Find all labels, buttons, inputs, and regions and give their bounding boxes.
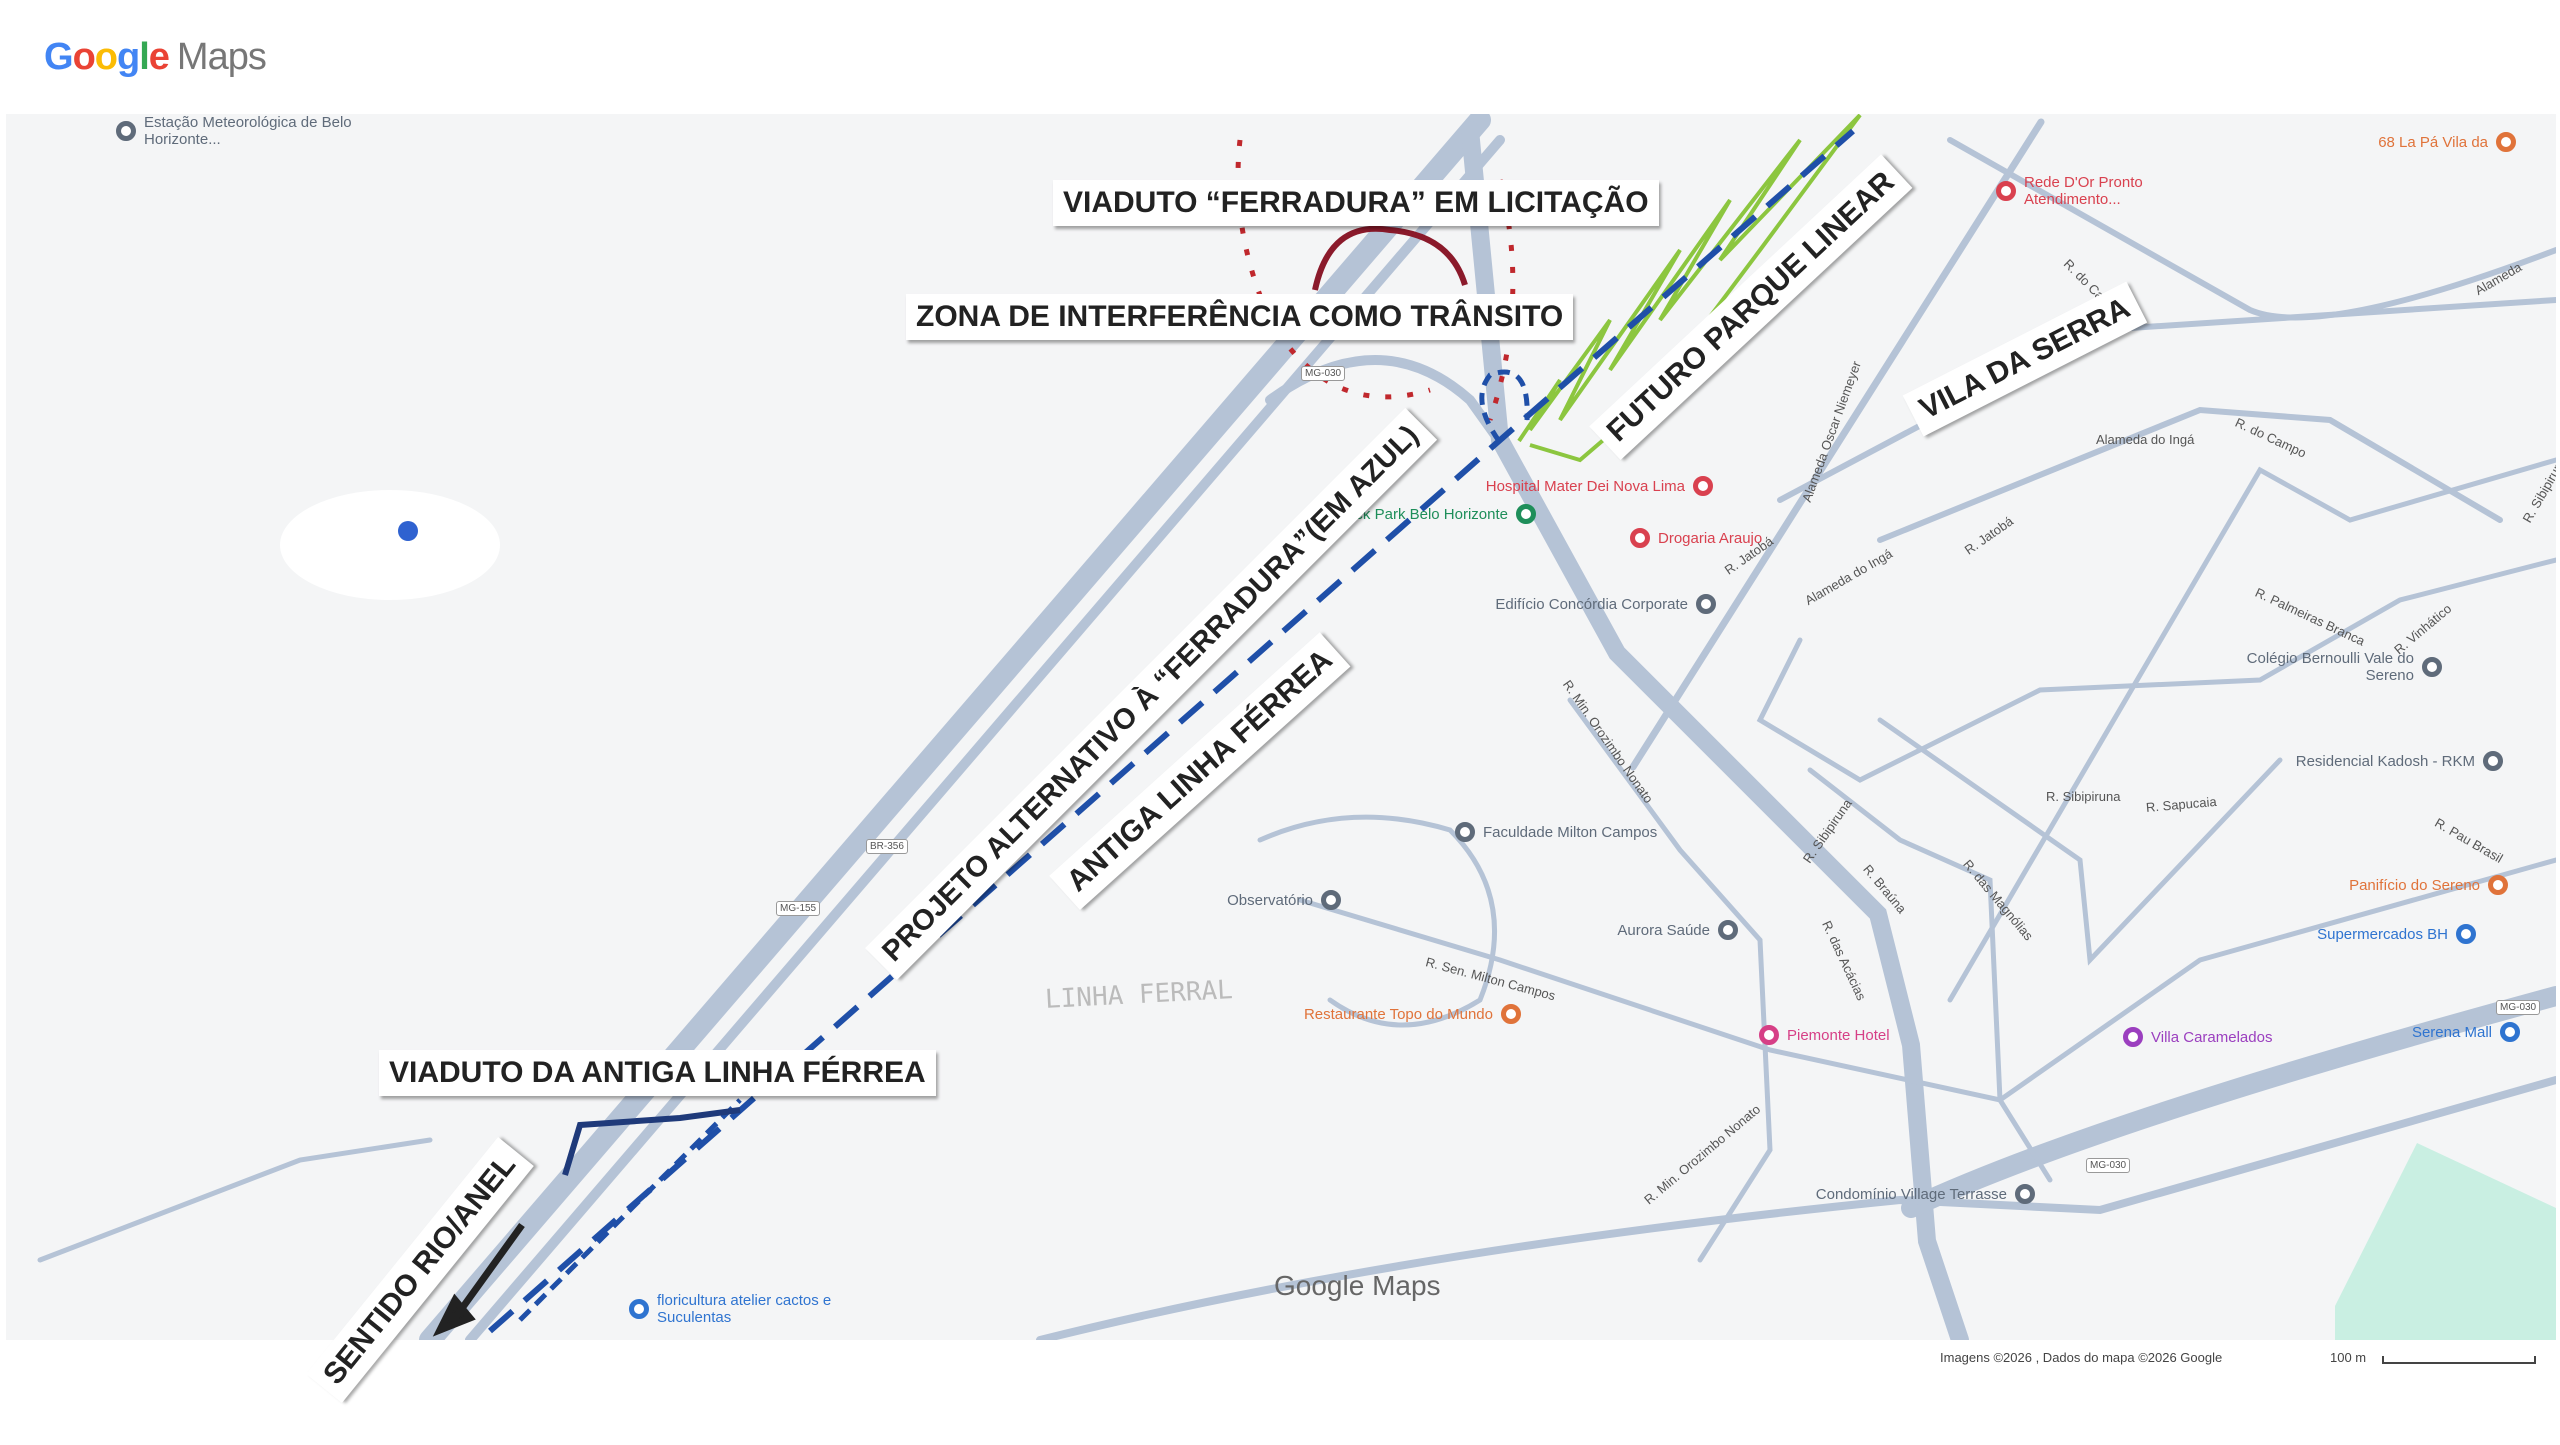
- scale-bar: [2382, 1356, 2536, 1364]
- highway-ramp: [1265, 355, 1525, 475]
- place-pin-icon[interactable]: [1455, 822, 1475, 842]
- highway-mg030-east: [1901, 986, 2556, 1218]
- poi-label: 68 La Pá Vila da: [2378, 133, 2488, 151]
- label-viaduto-antiga-linha: VIADUTO DA ANTIGA LINHA FÉRREA: [379, 1050, 936, 1096]
- poi-label: Drogaria Araujo: [1658, 529, 1763, 547]
- map-watermark-logo: Google Maps: [1274, 1270, 1441, 1301]
- poi-label: Restaurante Topo do Mundo: [1303, 1005, 1493, 1023]
- alternative-route-loop: [1479, 369, 1530, 443]
- label-zona-interferencia: ZONA DE INTERFERÊNCIA COMO TRÂNSITO: [906, 294, 1574, 340]
- place-pin-icon[interactable]: [2456, 924, 2476, 944]
- road-alameda-inga: [1777, 297, 2556, 503]
- road-acacias: [1807, 767, 2053, 1183]
- road-sibipiruna: [1756, 557, 2556, 783]
- poi-marker[interactable]: Serena Mall: [2180, 1022, 2520, 1042]
- place-pin-icon[interactable]: [2422, 657, 2442, 677]
- poi-marker[interactable]: Observatório: [1001, 890, 1341, 910]
- place-pin-icon[interactable]: [1759, 1025, 1779, 1045]
- road-orozimbo: [1567, 697, 1773, 1263]
- place-pin-icon[interactable]: [629, 1299, 649, 1319]
- poi-marker[interactable]: floricultura atelier cactos e Suculentas: [629, 1292, 867, 1326]
- poi-marker[interactable]: Estação Meteorológica de Belo Horizonte.…: [116, 114, 354, 148]
- street-label: Alameda do Ingá: [2096, 432, 2195, 447]
- poi-label: Hospital Mater Dei Nova Lima: [1485, 477, 1685, 495]
- road-south: [1036, 1076, 2556, 1340]
- poi-marker[interactable]: Piemonte Hotel: [1759, 1025, 1890, 1045]
- route-shield: MG-030: [2496, 1000, 2541, 1015]
- poi-marker[interactable]: Residencial Kadosh - RKM: [2163, 751, 2503, 771]
- poi-marker[interactable]: Condomínio Village Terrasse: [1695, 1184, 2035, 1204]
- current-location-dot: [398, 521, 418, 541]
- road-jatoba: [1877, 406, 2503, 543]
- poi-label: Estação Meteorológica de Belo Horizonte.…: [144, 114, 352, 148]
- scale-label: 100 m: [2330, 1350, 2367, 1365]
- place-pin-icon[interactable]: [1696, 594, 1716, 614]
- place-pin-icon[interactable]: [1693, 476, 1713, 496]
- old-railway-viaduct-route: [518, 1098, 742, 1322]
- place-pin-icon[interactable]: [2483, 751, 2503, 771]
- poi-label: Piemonte Hotel: [1787, 1026, 1890, 1044]
- road-do-campo: [1947, 137, 2556, 321]
- poi-marker[interactable]: Drogaria Araujo: [1630, 528, 1762, 548]
- map-attribution: Imagens ©2026 , Dados do mapa ©2026 Goog…: [1940, 1350, 2223, 1365]
- highway-br356-b: [465, 135, 1505, 1340]
- poi-label: Observatório: [1227, 891, 1313, 909]
- road-brauna: [1877, 717, 2283, 966]
- road-palmeiras: [1947, 457, 2556, 1003]
- poi-label: Panifício do Sereno: [2349, 876, 2480, 894]
- poi-marker[interactable]: Colégio Bernoulli Vale do Sereno: [2102, 650, 2442, 684]
- park-area: [2335, 1143, 2556, 1340]
- poi-label: Aurora Saúde: [1617, 921, 1710, 939]
- road-milton-campos: [1297, 857, 2556, 1103]
- poi-label: Edifício Concórdia Corporate: [1495, 595, 1688, 613]
- poi-label: Condomínio Village Terrasse: [1815, 1185, 2007, 1203]
- poi-marker[interactable]: Aurora Saúde: [1398, 920, 1738, 940]
- poi-marker[interactable]: 68 La Pá Vila da: [2176, 132, 2516, 152]
- poi-label: Colégio Bernoulli Vale do Sereno: [2246, 650, 2414, 684]
- place-pin-icon[interactable]: [1630, 528, 1650, 548]
- place-pin-icon[interactable]: [116, 121, 136, 141]
- poi-label: floricultura atelier cactos e Suculentas: [657, 1292, 832, 1326]
- place-pin-icon[interactable]: [1996, 181, 2016, 201]
- place-pin-icon[interactable]: [1516, 504, 1536, 524]
- poi-marker[interactable]: Edifício Concórdia Corporate: [1376, 594, 1716, 614]
- place-pin-icon[interactable]: [2500, 1022, 2520, 1042]
- route-shield: BR-356: [866, 839, 908, 854]
- route-shield: MG-030: [2086, 1158, 2131, 1173]
- route-shield: MG-030: [1301, 366, 1346, 381]
- street-label: R. Sibipiruna: [2046, 789, 2121, 804]
- poi-marker[interactable]: Panifício do Sereno: [2168, 875, 2508, 895]
- place-pin-icon[interactable]: [2123, 1027, 2143, 1047]
- poi-label: Supermercados BH: [2317, 925, 2448, 943]
- poi-marker[interactable]: Supermercados BH: [2136, 924, 2476, 944]
- poi-label: Residencial Kadosh - RKM: [2295, 752, 2475, 770]
- poi-marker[interactable]: Rede D'Or Pronto Atendimento...: [1996, 174, 2234, 208]
- poi-marker[interactable]: Faculdade Milton Campos: [1455, 822, 1657, 842]
- location-blob: [280, 490, 500, 600]
- poi-label: Faculdade Milton Campos: [1483, 823, 1658, 841]
- poi-marker[interactable]: Villa Caramelados: [2123, 1027, 2272, 1047]
- place-pin-icon[interactable]: [2496, 132, 2516, 152]
- label-viaduto-ferradura: VIADUTO “FERRADURA” EM LICITAÇÃO: [1053, 180, 1659, 226]
- old-railway-viaduct-mark: [562, 1107, 741, 1176]
- direction-arrow: [432, 1222, 525, 1337]
- route-shield: MG-155: [776, 901, 821, 916]
- poi-marker[interactable]: Restaurante Topo do Mundo: [1181, 1004, 1521, 1024]
- road-loop: [1257, 814, 1498, 1028]
- place-pin-icon[interactable]: [1718, 920, 1738, 940]
- place-pin-icon[interactable]: [1501, 1004, 1521, 1024]
- place-pin-icon[interactable]: [2488, 875, 2508, 895]
- poi-label: Serena Mall: [2411, 1023, 2492, 1041]
- place-pin-icon[interactable]: [1321, 890, 1341, 910]
- poi-marker[interactable]: Hospital Mater Dei Nova Lima: [1373, 476, 1713, 496]
- poi-label: Villa Caramelados: [2151, 1028, 2273, 1046]
- poi-label: Rede D'Or Pronto Atendimento...: [2024, 174, 2143, 208]
- ferradura-arc: [1312, 225, 1468, 291]
- place-pin-icon[interactable]: [2015, 1184, 2035, 1204]
- road-sw: [37, 1137, 433, 1263]
- road-alameda-oscar-niemeyer: [1629, 118, 2045, 771]
